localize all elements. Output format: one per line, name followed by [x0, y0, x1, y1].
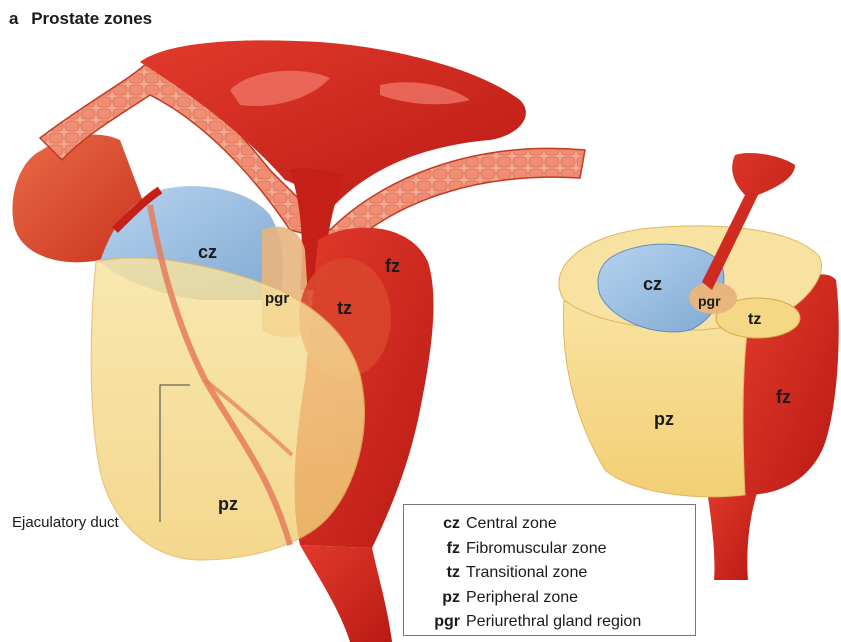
right-label-cz: cz	[643, 274, 662, 294]
legend-row: pgr Periurethral gland region	[404, 610, 695, 635]
panel-letter: a	[9, 9, 19, 28]
legend-abbr: tz	[404, 564, 466, 582]
right-lower-urethra	[706, 485, 758, 580]
right-label-fz: fz	[776, 387, 791, 407]
legend-row: cz Central zone	[404, 512, 695, 537]
left-label-cz: cz	[198, 242, 217, 262]
legend-row: tz Transitional zone	[404, 561, 695, 586]
legend-row: fz Fibromuscular zone	[404, 537, 695, 562]
legend-desc: Fibromuscular zone	[466, 540, 607, 558]
legend-desc: Periurethral gland region	[466, 613, 641, 631]
legend-desc: Central zone	[466, 515, 557, 533]
right-label-tz: tz	[748, 311, 761, 328]
right-label-pz: pz	[654, 409, 674, 429]
legend-desc: Transitional zone	[466, 564, 587, 582]
left-label-fz: fz	[385, 256, 400, 276]
left-label-tz: tz	[337, 298, 352, 318]
left-label-pz: pz	[218, 494, 238, 514]
legend-abbr: fz	[404, 540, 466, 558]
lower-urethra	[300, 545, 392, 642]
legend-desc: Peripheral zone	[466, 589, 578, 607]
legend-row: pz Peripheral zone	[404, 586, 695, 611]
panel-heading: a Prostate zones	[9, 9, 152, 28]
legend-key: cz Central zone fz Fibromuscular zone tz…	[403, 504, 696, 636]
panel-title: Prostate zones	[31, 9, 152, 28]
right-label-pgr: pgr	[698, 293, 721, 309]
legend-abbr: pgr	[404, 613, 466, 631]
ejaculatory-duct-callout: Ejaculatory duct	[12, 514, 120, 531]
left-label-pgr: pgr	[265, 290, 289, 307]
legend-abbr: pz	[404, 589, 466, 607]
legend-abbr: cz	[404, 515, 466, 533]
